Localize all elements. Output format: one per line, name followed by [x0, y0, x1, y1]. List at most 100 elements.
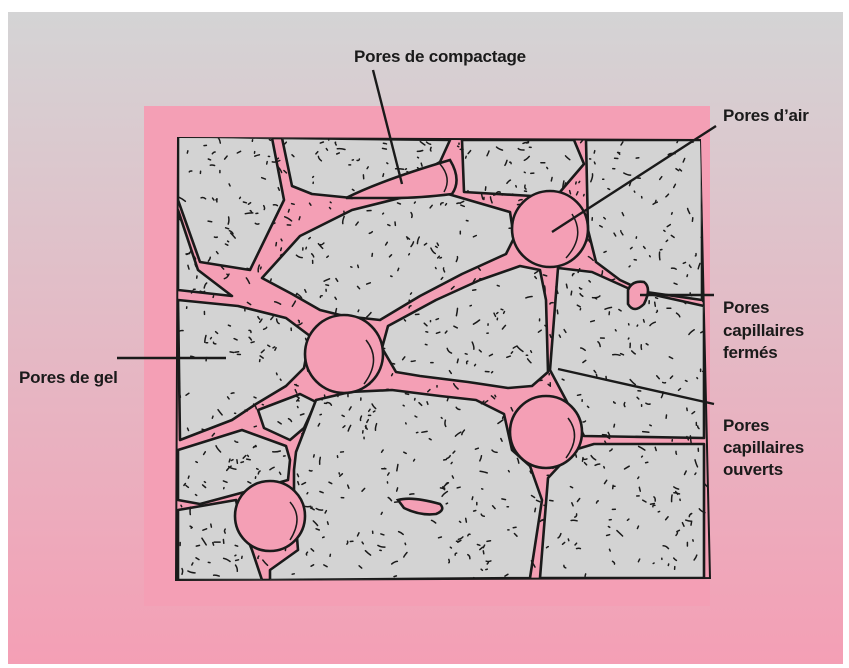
speckle — [585, 574, 586, 578]
speckle — [181, 505, 182, 506]
speckle — [204, 482, 205, 483]
central-pore — [305, 315, 383, 393]
speckle — [460, 521, 461, 522]
speckle — [391, 363, 395, 364]
speckle — [627, 519, 629, 520]
speckle — [254, 426, 256, 427]
speckle — [336, 309, 337, 314]
speckle — [497, 313, 498, 314]
speckle — [362, 542, 363, 544]
speckle — [188, 428, 189, 430]
speckle — [656, 310, 657, 312]
speckle — [381, 512, 382, 514]
speckle — [182, 569, 183, 575]
speckle — [655, 302, 656, 306]
speckle — [187, 151, 188, 153]
speckle — [502, 195, 504, 196]
speckle — [196, 495, 197, 496]
speckle — [397, 488, 398, 491]
speckle — [497, 285, 499, 286]
speckle — [614, 424, 615, 427]
speckle — [643, 432, 649, 433]
speckle — [697, 378, 698, 379]
speckle — [449, 559, 450, 562]
speckle — [695, 473, 696, 474]
speckle — [436, 319, 438, 320]
speckle — [650, 256, 651, 257]
speckle — [269, 140, 270, 141]
speckle — [271, 279, 272, 281]
speckle — [411, 293, 412, 294]
speckle — [487, 563, 488, 564]
speckle — [384, 468, 386, 469]
speckle — [273, 205, 277, 206]
speckle — [387, 163, 388, 164]
speckle — [578, 395, 581, 396]
speckle — [677, 141, 678, 143]
speckle — [683, 262, 685, 263]
speckle — [655, 200, 656, 202]
speckle — [472, 497, 473, 500]
speckle — [192, 563, 193, 565]
speckle — [663, 382, 666, 383]
speckle — [427, 402, 428, 405]
speckle — [211, 338, 212, 339]
speckle — [211, 524, 212, 527]
speckle — [195, 264, 196, 267]
speckle — [298, 407, 299, 408]
speckle — [604, 251, 606, 252]
speckle — [273, 451, 281, 452]
speckle — [551, 178, 552, 181]
speckle — [676, 451, 677, 454]
speckle — [531, 351, 532, 353]
speckle — [367, 167, 368, 169]
speckle — [458, 146, 459, 147]
speckle — [373, 411, 375, 412]
speckle — [545, 325, 547, 326]
speckle — [247, 268, 250, 269]
speckle — [543, 520, 544, 521]
speckle — [570, 487, 572, 488]
speckle — [326, 149, 327, 151]
right-pore — [510, 396, 582, 468]
speckle — [446, 204, 447, 205]
speckle — [588, 406, 589, 407]
speckle — [273, 347, 275, 348]
speckle — [579, 169, 580, 171]
speckle — [436, 268, 437, 269]
speckle — [639, 487, 640, 491]
speckle — [502, 499, 506, 500]
speckle — [545, 286, 546, 293]
speckle — [196, 545, 199, 546]
speckle — [302, 434, 303, 435]
speckle — [200, 291, 205, 292]
label-open-capillary-2: capillaires — [723, 438, 804, 457]
speckle — [441, 418, 442, 419]
speckle — [398, 268, 399, 270]
speckle — [509, 471, 510, 472]
speckle — [313, 177, 314, 178]
speckle — [236, 560, 239, 561]
speckle — [228, 325, 230, 326]
speckle — [394, 576, 396, 577]
speckle — [550, 335, 551, 338]
speckle — [628, 338, 629, 339]
speckle — [466, 156, 467, 158]
speckle — [195, 257, 196, 259]
speckle — [535, 508, 536, 511]
speckle — [383, 143, 386, 144]
speckle — [583, 459, 587, 460]
speckle — [562, 379, 564, 380]
speckle — [607, 535, 610, 536]
speckle — [418, 157, 419, 158]
speckle — [604, 467, 605, 468]
speckle — [516, 186, 517, 187]
speckle — [511, 194, 513, 195]
speckle — [227, 274, 228, 275]
speckle — [450, 547, 451, 548]
speckle — [337, 149, 345, 150]
speckle — [352, 189, 354, 190]
speckle — [511, 352, 512, 354]
speckle — [501, 309, 503, 310]
